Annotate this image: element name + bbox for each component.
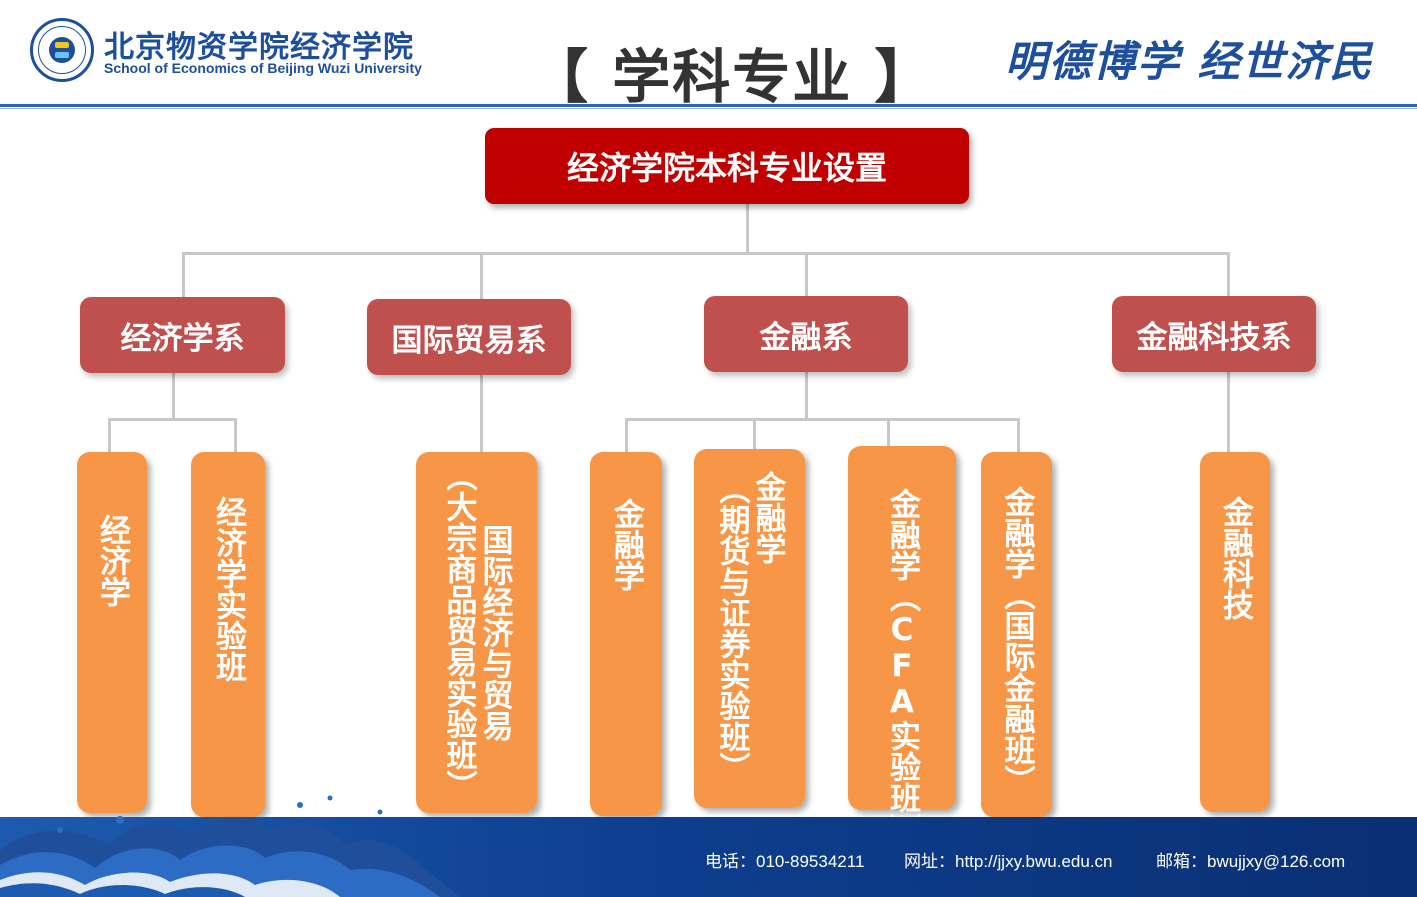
footer-website[interactable]: 网址：http://jjxy.bwu.edu.cn <box>904 852 1113 871</box>
root-node: 经济学院本科专业设置 <box>485 128 969 204</box>
major-fintech: 金融科技 <box>1200 452 1270 812</box>
school-name-en: School of Economics of Beijing Wuzi Univ… <box>104 60 422 76</box>
header-divider <box>0 104 1417 107</box>
school-name-cn: 北京物资学院经济学院 <box>104 30 414 65</box>
wave-pattern-icon <box>0 795 460 897</box>
footer-phone: 电话：010-89534211 <box>705 852 865 871</box>
department-fintech: 金融科技系 <box>1112 296 1316 372</box>
major-international-trade: 国际经济与贸易 （大宗商品贸易实验班） <box>416 452 537 813</box>
department-international-trade: 国际贸易系 <box>367 299 571 375</box>
page-title: 【 学科专业 】 <box>530 43 935 111</box>
department-economics: 经济学系 <box>80 297 285 373</box>
school-logo-icon <box>30 18 94 82</box>
major-finance-cfa: 金融学（CFA实验班） <box>848 446 956 844</box>
major-economics: 经济学 <box>77 452 147 813</box>
major-finance-futures: 金融学 （期货与证券实验班） <box>694 449 805 808</box>
footer-email[interactable]: 邮箱：bwujjxy@126.com <box>1156 852 1346 871</box>
header-divider-thin <box>0 108 1417 109</box>
major-finance-international: 金融学（国际金融班） <box>981 452 1052 817</box>
major-finance: 金融学 <box>590 452 662 816</box>
major-economics-experimental: 经济学实验班 <box>191 452 265 817</box>
department-finance: 金融系 <box>704 296 908 372</box>
school-motto: 明德博学 经世济民 <box>1005 37 1374 86</box>
